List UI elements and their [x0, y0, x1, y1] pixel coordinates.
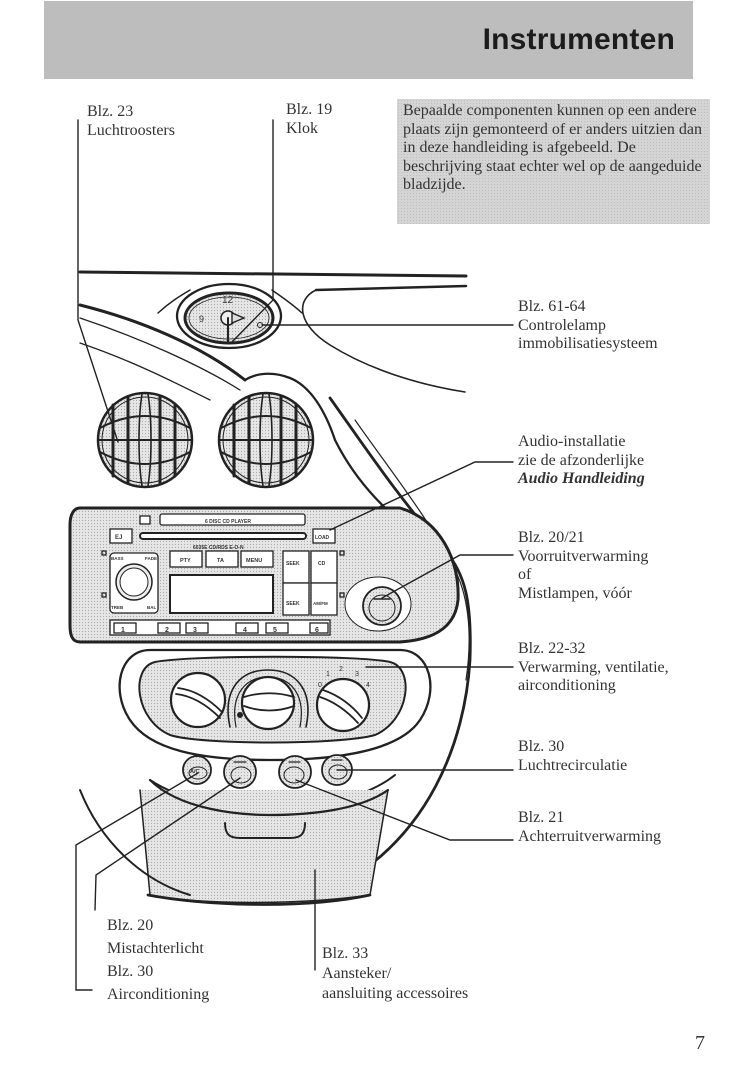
callout-windscreen: Blz. 20/21 Voorruitverwarming of Mistlam… [518, 529, 648, 603]
fan-tick-4: 4 [366, 682, 370, 689]
preset-4[interactable]: 4 [243, 627, 247, 634]
front-heat-button [344, 576, 412, 632]
callout-audio: Audio-installatie zie de afzonderlijke A… [518, 433, 645, 489]
callout-audio-line1: Audio-installatie [518, 433, 626, 450]
dash-right-curve [301, 289, 466, 393]
callout-lighter: Blz. 33 Aansteker/ aansluiting accessoir… [322, 944, 468, 1004]
note-box: Bepaalde componenten kunnen op een ander… [397, 99, 710, 224]
fan-knob-right [315, 677, 371, 733]
vent-right [217, 391, 315, 489]
balance-button[interactable]: BAL [147, 605, 156, 610]
ta-button[interactable]: TA [217, 558, 224, 564]
preset-6[interactable]: 6 [315, 627, 319, 634]
header-band: Instrumenten [44, 1, 693, 79]
callout-audio-line2: zie de afzonderlijke [518, 451, 645, 469]
vent-left [96, 391, 194, 489]
callout-heating-page: Blz. 22-32 [518, 640, 586, 657]
callout-aircon-label: Airconditioning [107, 986, 210, 1003]
fan-tick-3: 3 [355, 671, 359, 678]
callout-recirculation: Blz. 30 Luchtrecirculatie [518, 738, 627, 775]
callout-lighter-page: Blz. 33 [322, 945, 369, 962]
radio-unit [101, 513, 345, 636]
preset-3[interactable]: 3 [193, 627, 197, 634]
clock-numeral-12: 12 [222, 295, 234, 306]
audio-manual-reference: Audio Handleiding [518, 470, 645, 487]
page-number: 7 [695, 1032, 705, 1054]
note-text: Bepaalde componenten kunnen op een ander… [403, 102, 702, 194]
callout-recirc-label: Luchtrecirculatie [518, 756, 628, 774]
rear-window-heat-button [278, 755, 312, 789]
callout-clock-page: Blz. 19 [286, 101, 333, 118]
callout-rear-fog-aircon: Blz. 20 Mistachterlicht Blz. 30 Aircondi… [107, 914, 209, 1006]
bass-button[interactable]: BASS [111, 556, 124, 561]
rear-fog-button [223, 755, 257, 789]
callout-lighter-label2: aansluiting accessoires [322, 985, 469, 1002]
am-fm-button[interactable]: AM/FM [313, 601, 328, 606]
callout-lighter-label: Aansteker/ [322, 965, 392, 982]
callout-rear-heat-page: Blz. 21 [518, 809, 565, 826]
callout-heating-label: Verwarming, ventilatie, [518, 658, 669, 676]
callout-immobilizer-label2: immobilisatiesysteem [518, 335, 658, 352]
callout-windscreen-page: Blz. 20/21 [518, 529, 585, 546]
callout-rear-heat: Blz. 21 Achterruitverwarming [518, 809, 661, 846]
load-button[interactable]: LOAD [315, 535, 330, 541]
ac-button-label[interactable]: A/C [190, 769, 200, 775]
preset-2[interactable]: 2 [165, 627, 169, 634]
leader-lines [75, 119, 514, 991]
callout-rear-heat-label: Achterruitverwarming [518, 827, 662, 845]
callout-clock: Blz. 19 Klok [286, 101, 332, 138]
preset-5[interactable]: 5 [273, 627, 277, 634]
menu-button[interactable]: MENU [246, 558, 262, 564]
clock-numeral-9: 9 [199, 314, 204, 324]
clock [157, 282, 303, 350]
cd-button[interactable]: CD [318, 561, 326, 567]
radio-labels: 6 DISC CD PLAYER 6035E CD/RDS E-O-N EJ L… [111, 295, 370, 775]
callout-vents-page: Blz. 23 [87, 103, 134, 120]
callout-vents: Blz. 23 Luchtroosters [87, 103, 175, 140]
temp-knob-left [169, 671, 227, 729]
eject-button[interactable]: EJ [115, 535, 122, 541]
fan-tick-2: 2 [339, 666, 343, 673]
callout-windscreen-label3: Mistlampen, vóór [518, 584, 632, 602]
preset-1[interactable]: 1 [121, 627, 125, 634]
radio-model-label: 6035E CD/RDS E-O-N [193, 545, 244, 551]
callout-immobilizer-page: Blz. 61-64 [518, 298, 586, 315]
page-title: Instrumenten [482, 23, 675, 56]
treble-button[interactable]: TREB [111, 605, 124, 610]
callout-rear-fog-page: Blz. 20 [107, 917, 154, 934]
callout-aircon-page: Blz. 30 [107, 963, 154, 980]
callout-rear-fog-label: Mistachterlicht [107, 940, 204, 957]
callout-immobilizer: Blz. 61-64 Controlelamp immobilisatiesys… [518, 298, 658, 354]
callout-recirc-page: Blz. 30 [518, 738, 565, 755]
callout-windscreen-label2: of [518, 566, 532, 583]
fan-tick-1: 1 [326, 671, 330, 678]
cd-slot-label: 6 DISC CD PLAYER [205, 519, 251, 525]
callout-clock-label: Klok [286, 119, 318, 137]
callout-heating: Blz. 22-32 Verwarming, ventilatie, airco… [518, 640, 669, 696]
callout-windscreen-label: Voorruitverwarming [518, 547, 649, 565]
callout-immobilizer-label: Controlelamp [518, 316, 606, 334]
pty-button[interactable]: PTY [180, 558, 191, 564]
fan-tick-0: 0 [318, 682, 322, 689]
seek-up-button[interactable]: SEEK [286, 561, 300, 567]
callout-heating-label2: airconditioning [518, 677, 616, 694]
callout-vents-label: Luchtroosters [87, 121, 175, 139]
airflow-knob-center [227, 669, 309, 731]
seek-down-button[interactable]: SEEK [286, 601, 300, 607]
fade-button[interactable]: FADE [145, 556, 157, 561]
